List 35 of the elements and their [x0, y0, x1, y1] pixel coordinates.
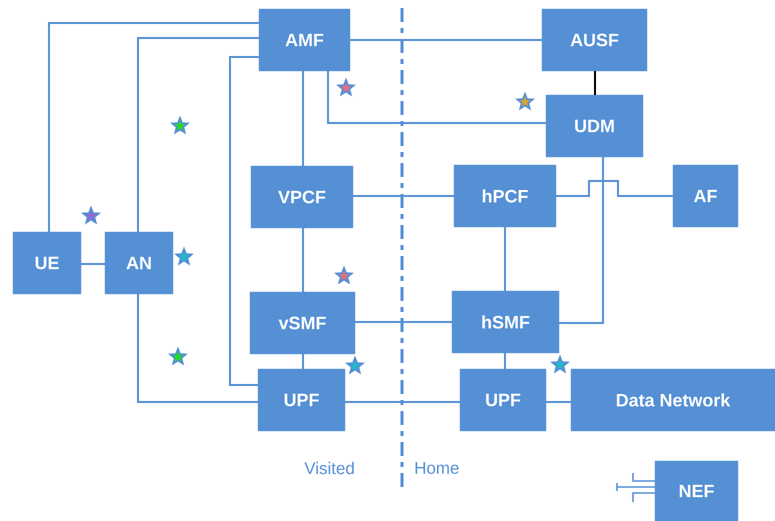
network-function-box: UDM: [546, 94, 644, 158]
network-function-box: UPF: [258, 368, 346, 432]
connector-line: [355, 321, 452, 323]
connector-line: [81, 263, 105, 265]
connector-line: [302, 71, 304, 166]
network-function-box: UE: [12, 232, 82, 294]
connector-line: [327, 71, 546, 124]
network-function-box: VPCF: [250, 166, 354, 228]
network-function-box: hPCF: [454, 164, 556, 228]
region-label: Home: [416, 462, 459, 474]
network-function-box: Data Network: [570, 368, 775, 432]
connector-line: [229, 56, 259, 386]
connector-line: [302, 228, 304, 292]
connector-line: [559, 157, 604, 324]
connector-line: [556, 180, 673, 197]
network-function-box: UPF: [460, 368, 546, 432]
network-function-box: vSMF: [250, 292, 356, 354]
network-function-box: AUSF: [542, 8, 648, 72]
network-function-box: NEF: [654, 460, 738, 521]
region-label: Visited: [304, 462, 354, 474]
connector-line: [353, 195, 454, 197]
connector-line: [504, 227, 506, 291]
network-function-box: hSMF: [452, 290, 560, 354]
connector-line: [48, 22, 259, 232]
connector-line: [302, 354, 304, 369]
connector-line: [594, 71, 596, 95]
connector-line: [137, 294, 258, 403]
connector-line: [504, 353, 506, 369]
connector-line: [546, 401, 571, 403]
network-function-box: AF: [672, 164, 738, 228]
network-function-box: AN: [104, 232, 174, 294]
connector-line: [137, 37, 259, 232]
network-function-box: AMF: [258, 8, 350, 72]
connector-line: [345, 401, 460, 403]
connector-line: [350, 39, 542, 41]
